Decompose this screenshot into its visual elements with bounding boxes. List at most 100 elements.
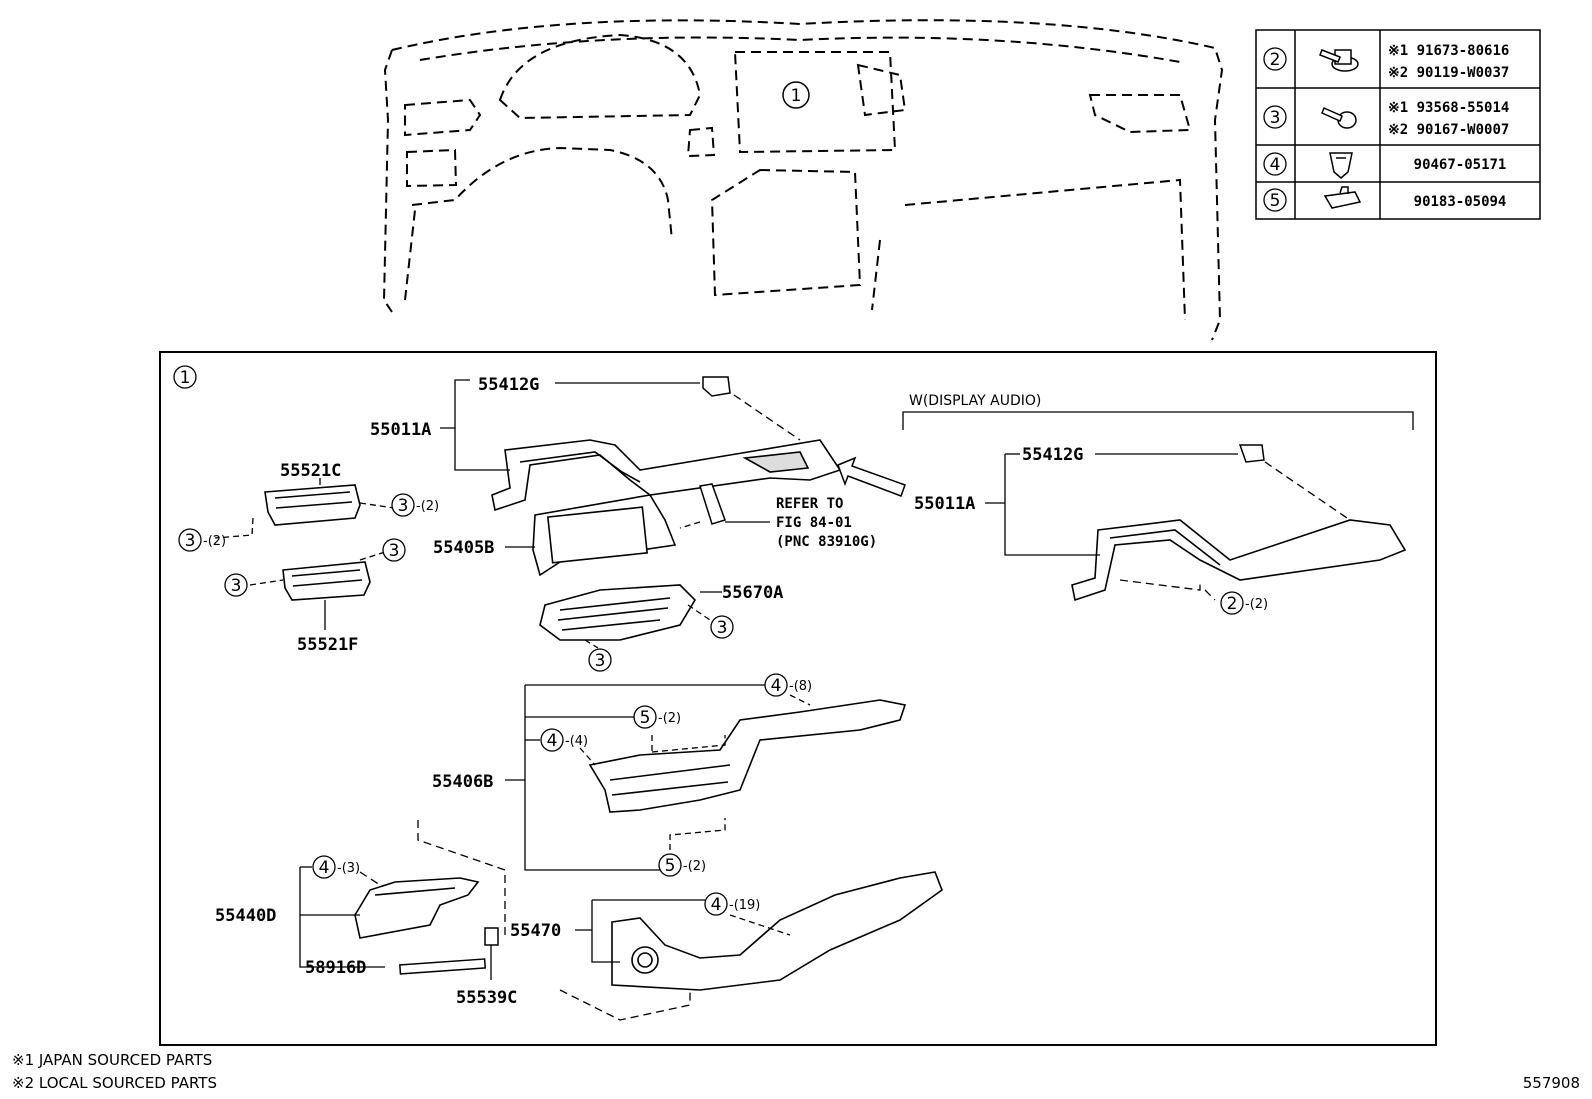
callout-3c: 3: [389, 541, 400, 561]
table-key-circle-3: [1263, 105, 1287, 129]
upper-panel-55011A: [491, 439, 842, 512]
clip-55412G-a: [702, 376, 731, 397]
table-key-circle-4: [1263, 152, 1287, 176]
part-55539C: [484, 927, 499, 946]
callout-3f: 3: [595, 651, 606, 671]
callout-4b-qty: -(4): [565, 734, 588, 749]
part-label-55521C: 55521C: [280, 461, 341, 481]
callout-4b: 4: [547, 731, 558, 751]
callout-5a: 5: [640, 708, 651, 728]
part-label-55412G-b: 55412G: [1022, 445, 1083, 465]
callout-4c: 4: [319, 858, 330, 878]
callout-4d: 4: [711, 895, 722, 915]
callout-3e: 3: [717, 618, 728, 638]
callout-4a-qty: -(8): [789, 679, 812, 694]
callout-circle-4d: [704, 892, 728, 916]
part-label-55011A-b: 55011A: [914, 494, 975, 514]
table-key-circle-2: [1263, 47, 1287, 71]
clip-icon: [1329, 152, 1353, 179]
part-label-55539C: 55539C: [456, 988, 517, 1008]
table-part-5: 90183-05094: [1414, 194, 1507, 210]
detail-frame: [159, 351, 1437, 1046]
part-label-55440D: 55440D: [215, 906, 276, 926]
part-label-55405B: 55405B: [433, 538, 494, 558]
strip-58916D: [399, 958, 487, 975]
footnote-japan: ※1 JAPAN SOURCED PARTS: [12, 1051, 212, 1069]
callout-3b-qty: -(2): [203, 534, 226, 549]
detail-callout-circle: [173, 365, 197, 389]
view-arrow: [837, 456, 906, 497]
callout-3a: 3: [398, 496, 409, 516]
part-label-55470: 55470: [510, 921, 561, 941]
part-label-55406B: 55406B: [432, 772, 493, 792]
table-part-3a: ※1 93568-55014: [1388, 100, 1509, 116]
part-label-55011A-a: 55011A: [370, 420, 431, 440]
callout-3d: 3: [231, 576, 242, 596]
lower-panel-55470: [611, 871, 943, 991]
table-part-3b: ※2 90167-W0007: [1388, 122, 1509, 138]
callout-circle-3d: [224, 573, 248, 597]
callout-circle-3f: [588, 648, 612, 672]
refer-line1: REFER TO: [776, 496, 843, 512]
diagram-id: 557908: [1523, 1074, 1580, 1092]
table-key-2: 2: [1270, 50, 1281, 70]
detail-callout-text: 1: [180, 368, 191, 388]
table-part-4: 90467-05171: [1414, 157, 1507, 173]
table-part-2b: ※2 90119-W0037: [1388, 65, 1509, 81]
leaders-55440D: [299, 866, 492, 980]
table-key-5: 5: [1270, 191, 1281, 211]
refer-line2: FIG 84-01: [776, 515, 852, 531]
callout-circle-4c: [312, 855, 336, 879]
callout-circle-2a: [1220, 591, 1244, 615]
callout-4a: 4: [771, 676, 782, 696]
callout-circle-3e: [710, 615, 734, 639]
variant-label: W(DISPLAY AUDIO): [909, 393, 1041, 409]
footnote-local: ※2 LOCAL SOURCED PARTS: [12, 1074, 217, 1092]
part-label-58916D: 58916D: [305, 958, 366, 978]
callout-3b: 3: [185, 531, 196, 551]
vent-55521F: [282, 561, 371, 601]
callout-circle-5b: [658, 853, 682, 877]
callout-circle-3b: [178, 528, 202, 552]
overview-callout-circle: [782, 81, 810, 109]
refer-line3: (PNC 83910G): [776, 534, 877, 550]
callout-5b-qty: -(2): [683, 859, 706, 874]
callout-circle-3c: [382, 538, 406, 562]
display-frame-55405B: [532, 494, 677, 577]
leaders-55406B: [505, 684, 765, 871]
part-label-55412G-a: 55412G: [478, 375, 539, 395]
callout-circle-3a: [391, 493, 415, 517]
callout-5a-qty: -(2): [658, 711, 681, 726]
part-label-55670A: 55670A: [722, 583, 783, 603]
upper-panel-55011A-variant: [1071, 519, 1407, 602]
callout-circle-4b: [540, 728, 564, 752]
part-label-55521F: 55521F: [297, 635, 358, 655]
callout-4d-qty: -(19): [729, 898, 760, 913]
vent-55670A: [539, 584, 697, 641]
leaders-upper: [440, 379, 700, 471]
panel-55406B: [588, 699, 907, 813]
fastener-table: [1255, 29, 1541, 220]
table-key-circle-5: [1263, 188, 1287, 212]
callout-3a-qty: -(2): [416, 499, 439, 514]
dashboard-overview: [382, 19, 1224, 341]
callout-5b: 5: [665, 856, 676, 876]
clip-55412G-b: [1238, 444, 1265, 463]
table-part-2a: ※1 91673-80616: [1388, 43, 1509, 59]
screw-icon: [1321, 106, 1357, 129]
vent-55521C: [264, 484, 361, 526]
callout-circle-5a: [633, 705, 657, 729]
callout-4c-qty: -(3): [337, 861, 360, 876]
table-key-4: 4: [1270, 155, 1281, 175]
overview-callout-text: 1: [791, 86, 802, 106]
bracket-pnc-83910G: [699, 483, 726, 525]
callout-circle-4a: [764, 673, 788, 697]
callout-2a-qty: -(2): [1245, 597, 1268, 612]
part-55440D: [354, 877, 480, 939]
variant-bracket: [902, 411, 1414, 430]
bolt-washer-icon: [1319, 49, 1359, 72]
table-key-3: 3: [1270, 108, 1281, 128]
nut-icon: [1323, 186, 1362, 209]
callout-2a: 2: [1227, 594, 1238, 614]
